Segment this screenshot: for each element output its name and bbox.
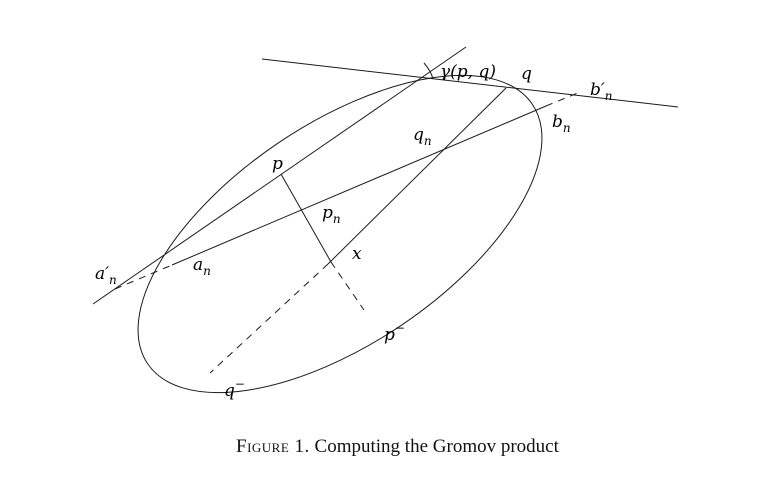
caption-text: Computing the Gromov product <box>314 436 559 457</box>
tangent-line-q <box>261 58 679 108</box>
label-p: p <box>272 154 283 174</box>
chord-an-bn <box>171 105 547 266</box>
label-q-n: qn <box>413 125 432 148</box>
figure-caption: Figure 1. Computing the Gromov product <box>236 436 559 458</box>
label-q-minus: q− <box>224 377 245 401</box>
segment-x-pminus <box>330 261 365 311</box>
label-x: x <box>352 244 362 264</box>
label-p-minus: p− <box>384 321 405 345</box>
caption-figure-number: Figure 1. <box>236 436 310 457</box>
label-b-n-prime: b′n <box>590 80 612 103</box>
tangent-line-p <box>92 46 467 305</box>
ellipse-boundary <box>137 74 543 394</box>
chord-extension-right <box>545 91 581 107</box>
segment-p-x <box>280 173 332 263</box>
label-b-n: bn <box>552 112 571 135</box>
label-q: q <box>521 64 532 84</box>
label-a-n: an <box>193 255 211 278</box>
chord-extension-left <box>114 264 173 290</box>
label-gamma-pq: γ(p, q) <box>440 62 496 82</box>
segment-q-x <box>327 87 507 265</box>
label-a-n-prime: a′n <box>95 264 117 287</box>
segment-x-qminus <box>209 263 329 374</box>
label-p-n: pn <box>322 203 341 226</box>
angle-arc-gamma <box>423 62 434 80</box>
